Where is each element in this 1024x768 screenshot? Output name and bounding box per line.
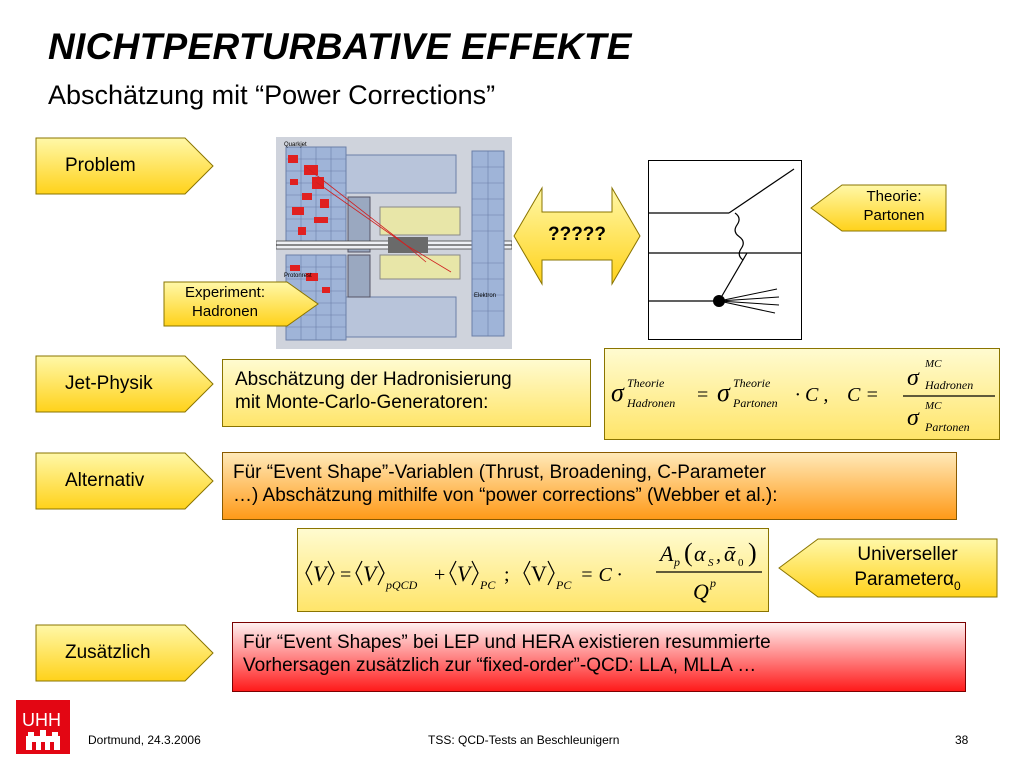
- alternativ-label: Alternativ: [65, 470, 145, 491]
- formula-power-corrections-box: V = V pQCD + V PC ; V PC = C · A p ( α S…: [297, 528, 769, 612]
- c-equals: C =: [847, 384, 879, 406]
- alpha-0: ᾱ: [724, 541, 736, 566]
- jet-physik-textbox: Abschätzung der Hadronisierung mit Monte…: [222, 359, 591, 427]
- alpha-s: α: [694, 541, 706, 566]
- uhh-logo: UHH: [16, 700, 70, 754]
- jet-physik-label: Jet-Physik: [65, 373, 153, 394]
- feynman-diagram: [648, 160, 802, 340]
- footer-center: TSS: QCD-Tests an Beschleunigern: [428, 733, 620, 747]
- sigma-den: σ: [907, 405, 920, 431]
- sup-mc-num: MC: [924, 358, 942, 370]
- protonrest-label: Protonrest: [284, 273, 312, 279]
- sub-pqcd: pQCD: [385, 578, 418, 592]
- v-pc: V: [457, 561, 473, 586]
- numerator-a-sub: p: [673, 555, 680, 569]
- alternativ-text-line1: Für “Event Shape”-Variablen (Thrust, Bro…: [233, 462, 766, 483]
- theorie-line2: Partonen: [863, 207, 925, 224]
- alternativ-text-line2: …) Abschätzung mithilfe von “power corre…: [233, 485, 778, 506]
- universal-parameter-callout: Universeller Parameterα0: [778, 538, 998, 598]
- question-double-arrow: ?????: [512, 186, 642, 286]
- sub-hadronen-1: Hadronen: [626, 396, 675, 410]
- question-marks: ?????: [547, 224, 607, 245]
- paren-open: (: [684, 538, 693, 567]
- experiment-line1: Experiment:: [184, 284, 266, 301]
- dot-c: · C ,: [795, 384, 828, 406]
- detector-event-display: Quarkjet Protonrest Elektron: [275, 137, 513, 349]
- v-lhs: V: [313, 561, 329, 586]
- semicolon: ;: [504, 564, 510, 586]
- alpha-0-sub: 0: [738, 557, 744, 569]
- sub-pc-1: PC: [479, 578, 496, 592]
- problem-arrow-label: Problem: [35, 137, 215, 195]
- theorie-line1: Theorie:: [866, 188, 922, 205]
- numerator-a: A: [658, 541, 674, 566]
- zusaetzlich-label: Zusätzlich: [65, 642, 151, 663]
- sub-partonen-den: Partonen: [924, 420, 970, 434]
- sigma-1: σ: [611, 378, 625, 407]
- alpha-s-sub: S: [708, 557, 714, 569]
- sigma-2: σ: [717, 378, 731, 407]
- elektron-label: Elektron: [474, 293, 496, 299]
- equals-1: =: [697, 384, 708, 406]
- zusaetzlich-textbox: Für “Event Shapes” bei LEP und HERA exis…: [232, 622, 966, 692]
- sub-pc-2: PC: [555, 578, 572, 592]
- sigma-num: σ: [907, 365, 920, 391]
- alternativ-arrow-label: Alternativ: [35, 452, 215, 510]
- experiment-line2: Hadronen: [192, 303, 258, 320]
- denominator-q: Q: [693, 579, 709, 604]
- footer-page-number: 38: [955, 733, 969, 747]
- sub-hadronen-num: Hadronen: [924, 378, 973, 392]
- universal-line1: Universeller: [857, 544, 958, 565]
- experiment-callout: Experiment: Hadronen: [163, 281, 319, 327]
- v-pqcd: V: [363, 561, 379, 586]
- slide-subtitle: Abschätzung mit “Power Corrections”: [48, 80, 496, 110]
- sup-mc-den: MC: [924, 400, 942, 412]
- plus-sign: +: [434, 564, 445, 586]
- zusaetzlich-text-line2: Vorhersagen zusätzlich zur “fixed-order”…: [243, 655, 757, 676]
- universal-line2: Parameter: [854, 569, 944, 590]
- jet-physik-arrow-label: Jet-Physik: [35, 355, 215, 413]
- quarkjet-label: Quarkjet: [284, 142, 307, 148]
- zusaetzlich-text-line1: Für “Event Shapes” bei LEP und HERA exis…: [243, 632, 771, 653]
- comma: ,: [716, 544, 721, 566]
- alpha-subscript: 0: [954, 578, 961, 593]
- alternativ-textbox: Für “Event Shape”-Variablen (Thrust, Bro…: [222, 452, 957, 520]
- theorie-callout: Theorie: Partonen: [810, 184, 947, 232]
- zusaetzlich-arrow-label: Zusätzlich: [35, 624, 215, 682]
- paren-close: ): [748, 538, 757, 567]
- c-dot: = C ·: [580, 564, 622, 586]
- denominator-q-sup: p: [709, 576, 716, 590]
- alpha-symbol: α: [943, 569, 954, 590]
- jet-text-line2: mit Monte-Carlo-Generatoren:: [235, 392, 489, 413]
- slide-title: NICHTPERTURBATIVE EFFEKTE: [48, 26, 632, 67]
- formula-hadronization-box: σ Theorie Hadronen = σ Theorie Partonen …: [604, 348, 1000, 440]
- eq-lhs: =: [340, 564, 351, 586]
- sup-theorie-1: Theorie: [627, 376, 665, 390]
- jet-text-line1: Abschätzung der Hadronisierung: [235, 369, 512, 390]
- v-rhs: V: [531, 561, 547, 586]
- sup-theorie-2: Theorie: [733, 376, 771, 390]
- footer-date: Dortmund, 24.3.2006: [88, 733, 201, 747]
- problem-label: Problem: [65, 155, 136, 176]
- logo-text: UHH: [22, 710, 61, 730]
- sub-partonen-1: Partonen: [732, 396, 778, 410]
